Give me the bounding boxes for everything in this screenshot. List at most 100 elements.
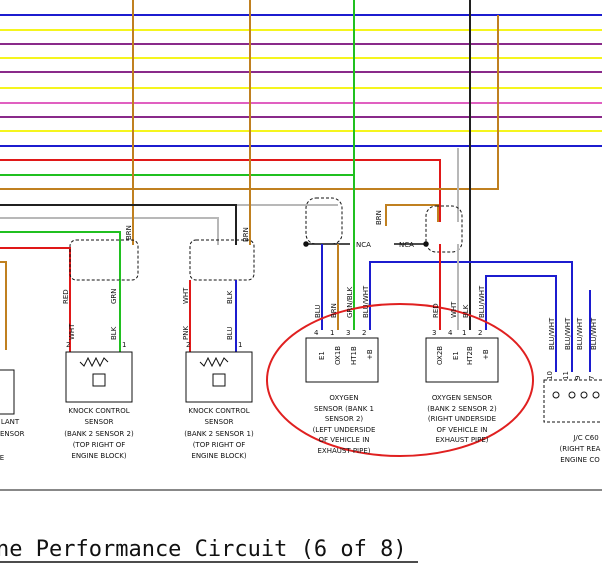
jc-body	[543, 379, 602, 423]
o2b1-pin-a: 4	[314, 329, 319, 337]
page-title: ne Performance Circuit (6 of 8)	[0, 537, 407, 562]
o2b1-line-6: EXHAUST PIPE)	[318, 447, 371, 455]
jc-pin-2	[568, 391, 576, 399]
label-o2b2-bluwht: BLU/WHT	[478, 285, 486, 318]
wire-red-bus	[0, 159, 441, 222]
knock2-line-5: ENGINE BLOCK)	[71, 452, 126, 460]
o2b2-line-5: EXHAUST PIPE)	[436, 436, 489, 444]
o2b2-line-1: OXYGEN SENSOR	[432, 394, 492, 402]
knock1-line-4: (TOP RIGHT OF	[193, 441, 246, 449]
o2b1-term-c: HT1B	[350, 346, 358, 365]
v-orange-coolant	[0, 261, 7, 350]
knock1-body	[185, 351, 253, 403]
label-jc-1: BLU/WHT	[548, 317, 556, 350]
label-jc-2: BLU/WHT	[564, 317, 572, 350]
ks1-pin-1: 1	[238, 341, 242, 349]
caption-knock1: KNOCK CONTROL SENSOR (BANK 2 SENSOR 1) (…	[184, 407, 254, 460]
wire-gray2-bus	[0, 217, 219, 245]
wire-labels: BRN NCA NCA BRN BRN RED GRN WHT BLK WHT …	[62, 210, 598, 350]
o2b2-term-b: E1	[452, 351, 460, 360]
label-o2b2-blk: BLK	[462, 304, 470, 318]
o2b1-line-4: (LEFT UNDERSIDE	[313, 426, 376, 434]
o2b2-pin-b: 4	[448, 329, 453, 337]
o2b2-term-d: +B	[482, 349, 490, 360]
coolant-sensor-body	[0, 369, 15, 415]
label-o2b2-wht: WHT	[450, 301, 458, 318]
knock2-line-3: (BANK 2 SENSOR 2)	[64, 430, 134, 438]
label-brn-ks2: BRN	[125, 225, 133, 240]
label-o2b1-brn: BRN	[330, 303, 338, 318]
label-o2b1-blu: BLU	[314, 305, 322, 318]
jc-line-2: (RIGHT REA	[560, 445, 601, 453]
knock2-line-4: (TOP RIGHT OF	[73, 441, 126, 449]
o2b2-line-4: OF VEHICLE IN	[436, 426, 487, 434]
caption-knock2: KNOCK CONTROL SENSOR (BANK 2 SENSOR 2) (…	[64, 407, 134, 460]
caption-o2b1: OXYGEN SENSOR (BANK 1 SENSOR 2) (LEFT UN…	[313, 394, 376, 455]
caption-jc: J/C C60 (RIGHT REA ENGINE CO	[560, 434, 601, 464]
o2b1-pin-b: 1	[330, 329, 334, 337]
ks2-pin-2: 2	[66, 341, 70, 349]
label-brn-top: BRN	[375, 210, 383, 225]
nca-dot-2	[423, 241, 429, 247]
label-o2b1-bluwht: BLU/WHT	[362, 285, 370, 318]
o2b1-pin-c: 3	[346, 329, 350, 337]
knock2-line-1: KNOCK CONTROL	[68, 407, 129, 415]
caption-coolant: LANT SENSOR E	[0, 418, 25, 462]
jc-pin-4	[592, 391, 600, 399]
shield-o2b2	[425, 205, 463, 253]
o2b1-term-b: OX1B	[334, 346, 342, 365]
coolant-line-2: SENSOR	[0, 430, 25, 438]
jc-line-1: J/C C60	[572, 434, 598, 442]
knock-sensor-1	[185, 351, 253, 403]
v-green-left	[0, 231, 121, 325]
o2b1-bluwht	[369, 261, 573, 372]
coolant-line-1: LANT	[1, 418, 20, 426]
o2b2-pin-c: 1	[462, 329, 466, 337]
label-grn-ks2: GRN	[110, 288, 118, 304]
o2-terminals: E1 OX1B HT1B +B OX2B E1 HT2B +B	[318, 346, 490, 365]
knock2-crystal-icon	[92, 373, 106, 387]
brn-to-nca	[385, 204, 439, 226]
o2b1-term-a: E1	[318, 351, 326, 360]
label-wht-ks2: WHT	[68, 323, 76, 340]
knock-wires	[69, 280, 237, 352]
o2b1-line-1: OXYGEN	[329, 394, 358, 402]
shield-ks1	[189, 239, 255, 281]
jc-line-3: ENGINE CO	[560, 456, 600, 464]
o2b2-pin-d: 2	[478, 329, 482, 337]
label-o2b1-grnblk: GRN/BLK	[346, 286, 354, 318]
v-black-left	[0, 204, 237, 245]
o2b1-line-5: OF VEHICLE IN	[318, 436, 369, 444]
bus-lines	[0, 14, 602, 245]
label-nca-left: NCA	[356, 241, 371, 249]
knock1-resistor-icon	[199, 356, 229, 368]
jc-pin-1	[552, 391, 560, 399]
o2b1-body	[305, 337, 379, 383]
knock1-line-1: KNOCK CONTROL	[188, 407, 249, 415]
label-o2b2-red: RED	[432, 303, 440, 318]
pin-numbers: 2 1 2 1 4 1 3 2 3 4 1 2 10 11 9 7	[66, 329, 596, 380]
v-red-left	[0, 247, 71, 325]
label-pnk-ks1: PNK	[182, 326, 190, 340]
label-blk-ks2: BLK	[110, 326, 118, 340]
o2b2-line-3: (RIGHT UNDERSIDE	[428, 415, 496, 423]
knock1-line-3: (BANK 2 SENSOR 1)	[184, 430, 254, 438]
wire-orange-bus	[0, 15, 499, 190]
label-red-ks2: RED	[62, 289, 70, 304]
jc-connector	[543, 379, 602, 423]
o2-wires	[321, 244, 591, 372]
label-nca-right: NCA	[399, 241, 414, 249]
knock1-line-5: ENGINE BLOCK)	[191, 452, 246, 460]
jc-pin-label-c: 9	[574, 376, 582, 380]
o2b2-line-2: (BANK 2 SENSOR 2)	[427, 405, 497, 413]
label-blu-ks1: BLU	[226, 327, 234, 340]
label-blk-ks1: BLK	[226, 290, 234, 304]
ground-lines	[303, 241, 429, 247]
knock1-line-2: SENSOR	[205, 418, 234, 426]
jc-pin-label-b: 11	[562, 371, 570, 380]
o2b1-pin-d: 2	[362, 329, 366, 337]
o2b2-term-a: OX2B	[436, 346, 444, 365]
label-brn-ks1: BRN	[242, 227, 250, 242]
jc-pin-label-a: 10	[546, 371, 554, 380]
